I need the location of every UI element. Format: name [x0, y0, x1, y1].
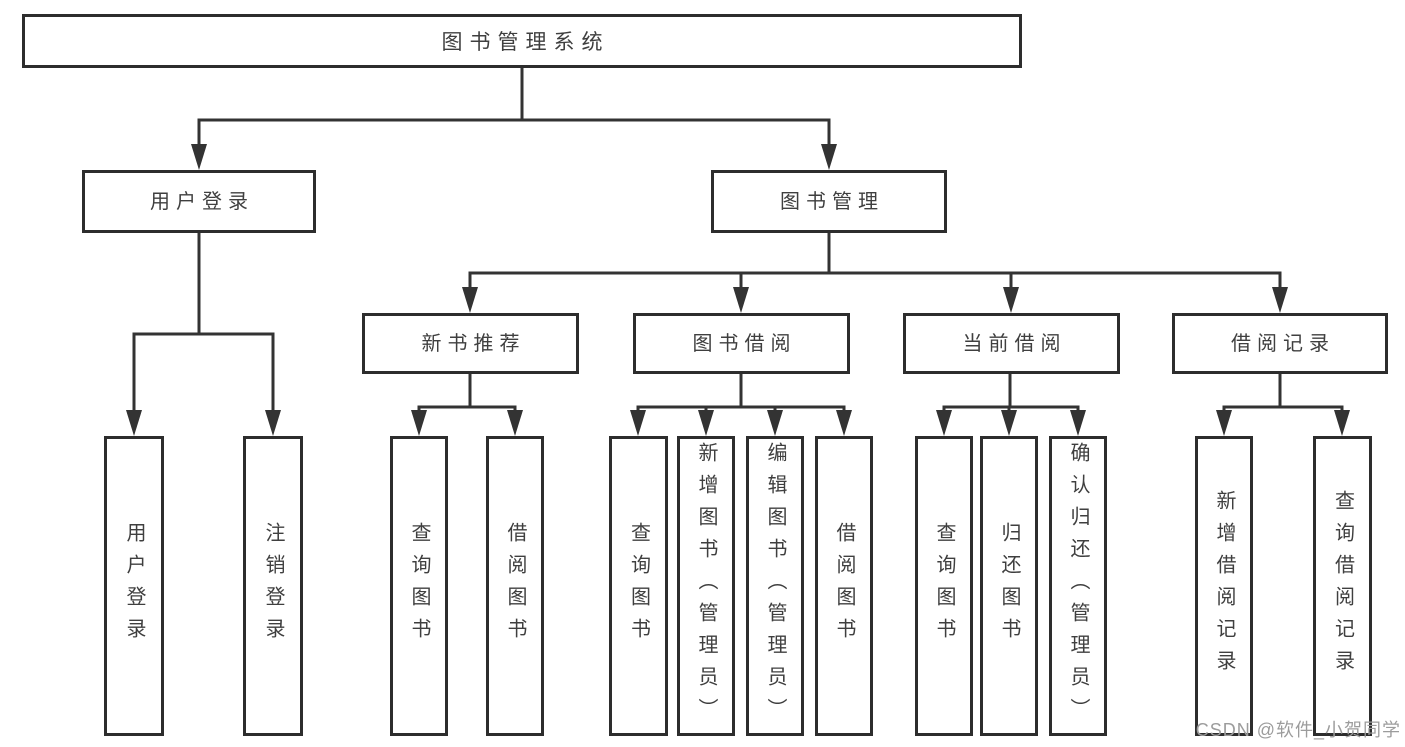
node-new-book-recommend: 新书推荐 [362, 313, 579, 374]
leaf-add-borrow-record: 新增借阅记录 [1195, 436, 1253, 736]
leaf-label: 借阅图书 [504, 522, 526, 650]
node-label: 借阅记录 [1231, 332, 1335, 355]
leaf-return-books: 归还图书 [980, 436, 1038, 736]
leaf-label: 新增图书（管理员） [695, 442, 717, 730]
node-label: 当前借阅 [962, 332, 1067, 355]
node-label: 图书管理 [780, 190, 884, 213]
leaf-borrow-books-2: 借阅图书 [815, 436, 873, 736]
node-label: 新书推荐 [421, 332, 526, 355]
leaf-query-books-2: 查询图书 [609, 436, 668, 736]
node-label: 用户登录 [150, 190, 254, 213]
node-label: 图书借阅 [692, 332, 797, 355]
leaf-edit-books-admin: 编辑图书（管理员） [746, 436, 804, 736]
leaf-logout: 注销登录 [243, 436, 303, 736]
leaf-label: 用户登录 [123, 522, 145, 650]
leaf-confirm-return-admin: 确认归还（管理员） [1049, 436, 1107, 736]
node-book-management: 图书管理 [711, 170, 947, 233]
leaf-label: 新增借阅记录 [1213, 490, 1235, 682]
node-book-borrow: 图书借阅 [633, 313, 850, 374]
node-borrow-records: 借阅记录 [1172, 313, 1388, 374]
leaf-label: 归还图书 [998, 522, 1020, 650]
leaf-query-books-1: 查询图书 [390, 436, 448, 736]
node-system-root: 图书管理系统 [22, 14, 1022, 68]
arrowheads [126, 144, 1350, 436]
leaf-query-borrow-record: 查询借阅记录 [1313, 436, 1372, 736]
node-user-login: 用户登录 [82, 170, 316, 233]
leaf-label: 查询图书 [627, 522, 650, 650]
leaf-label: 查询借阅记录 [1331, 490, 1354, 682]
leaf-label: 注销登录 [262, 522, 284, 650]
node-current-borrow: 当前借阅 [903, 313, 1120, 374]
leaf-label: 借阅图书 [833, 522, 855, 650]
leaf-user-login: 用户登录 [104, 436, 164, 736]
leaf-label: 查询图书 [408, 522, 430, 650]
leaf-label: 确认归还（管理员） [1067, 442, 1089, 730]
leaf-borrow-books-1: 借阅图书 [486, 436, 544, 736]
node-label: 图书管理系统 [441, 31, 610, 54]
leaf-label: 编辑图书（管理员） [764, 442, 786, 730]
leaf-add-books-admin: 新增图书（管理员） [677, 436, 735, 736]
leaf-label: 查询图书 [933, 522, 955, 650]
leaf-query-books-3: 查询图书 [915, 436, 973, 736]
csdn-watermark: CSDN @软件_小贺同学 [1195, 720, 1401, 740]
